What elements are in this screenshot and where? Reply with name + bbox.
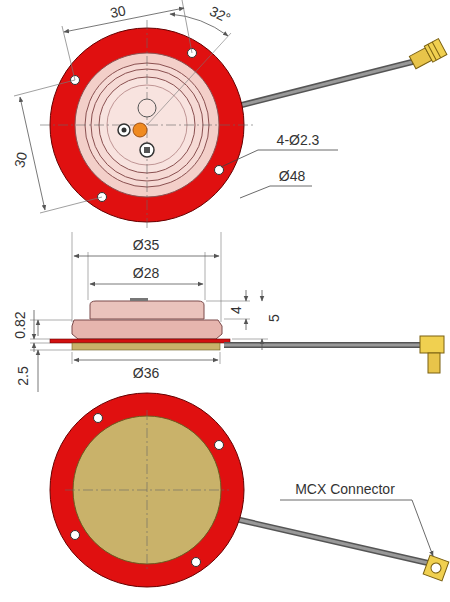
dimension-label: 30: [108, 3, 128, 21]
diameter-label: Ø35: [132, 238, 160, 253]
bottom-view: [50, 393, 449, 587]
top-view: [14, 0, 447, 230]
dimension-label: 30: [12, 150, 31, 171]
dimension-label: 5: [267, 313, 282, 323]
diameter-label: Ø48: [278, 169, 306, 184]
hole-callout: 4-Ø2.3: [276, 133, 321, 148]
dimension-label: 0.82: [13, 310, 28, 339]
dimension-label: 2.5: [16, 365, 31, 386]
side-view: [30, 232, 444, 392]
connector-label: MCX Connector: [294, 482, 396, 497]
diameter-label: Ø28: [132, 266, 160, 281]
dimension-label: 4: [229, 305, 244, 315]
angle-label: 32°: [206, 3, 233, 26]
diameter-label: Ø36: [132, 366, 160, 381]
